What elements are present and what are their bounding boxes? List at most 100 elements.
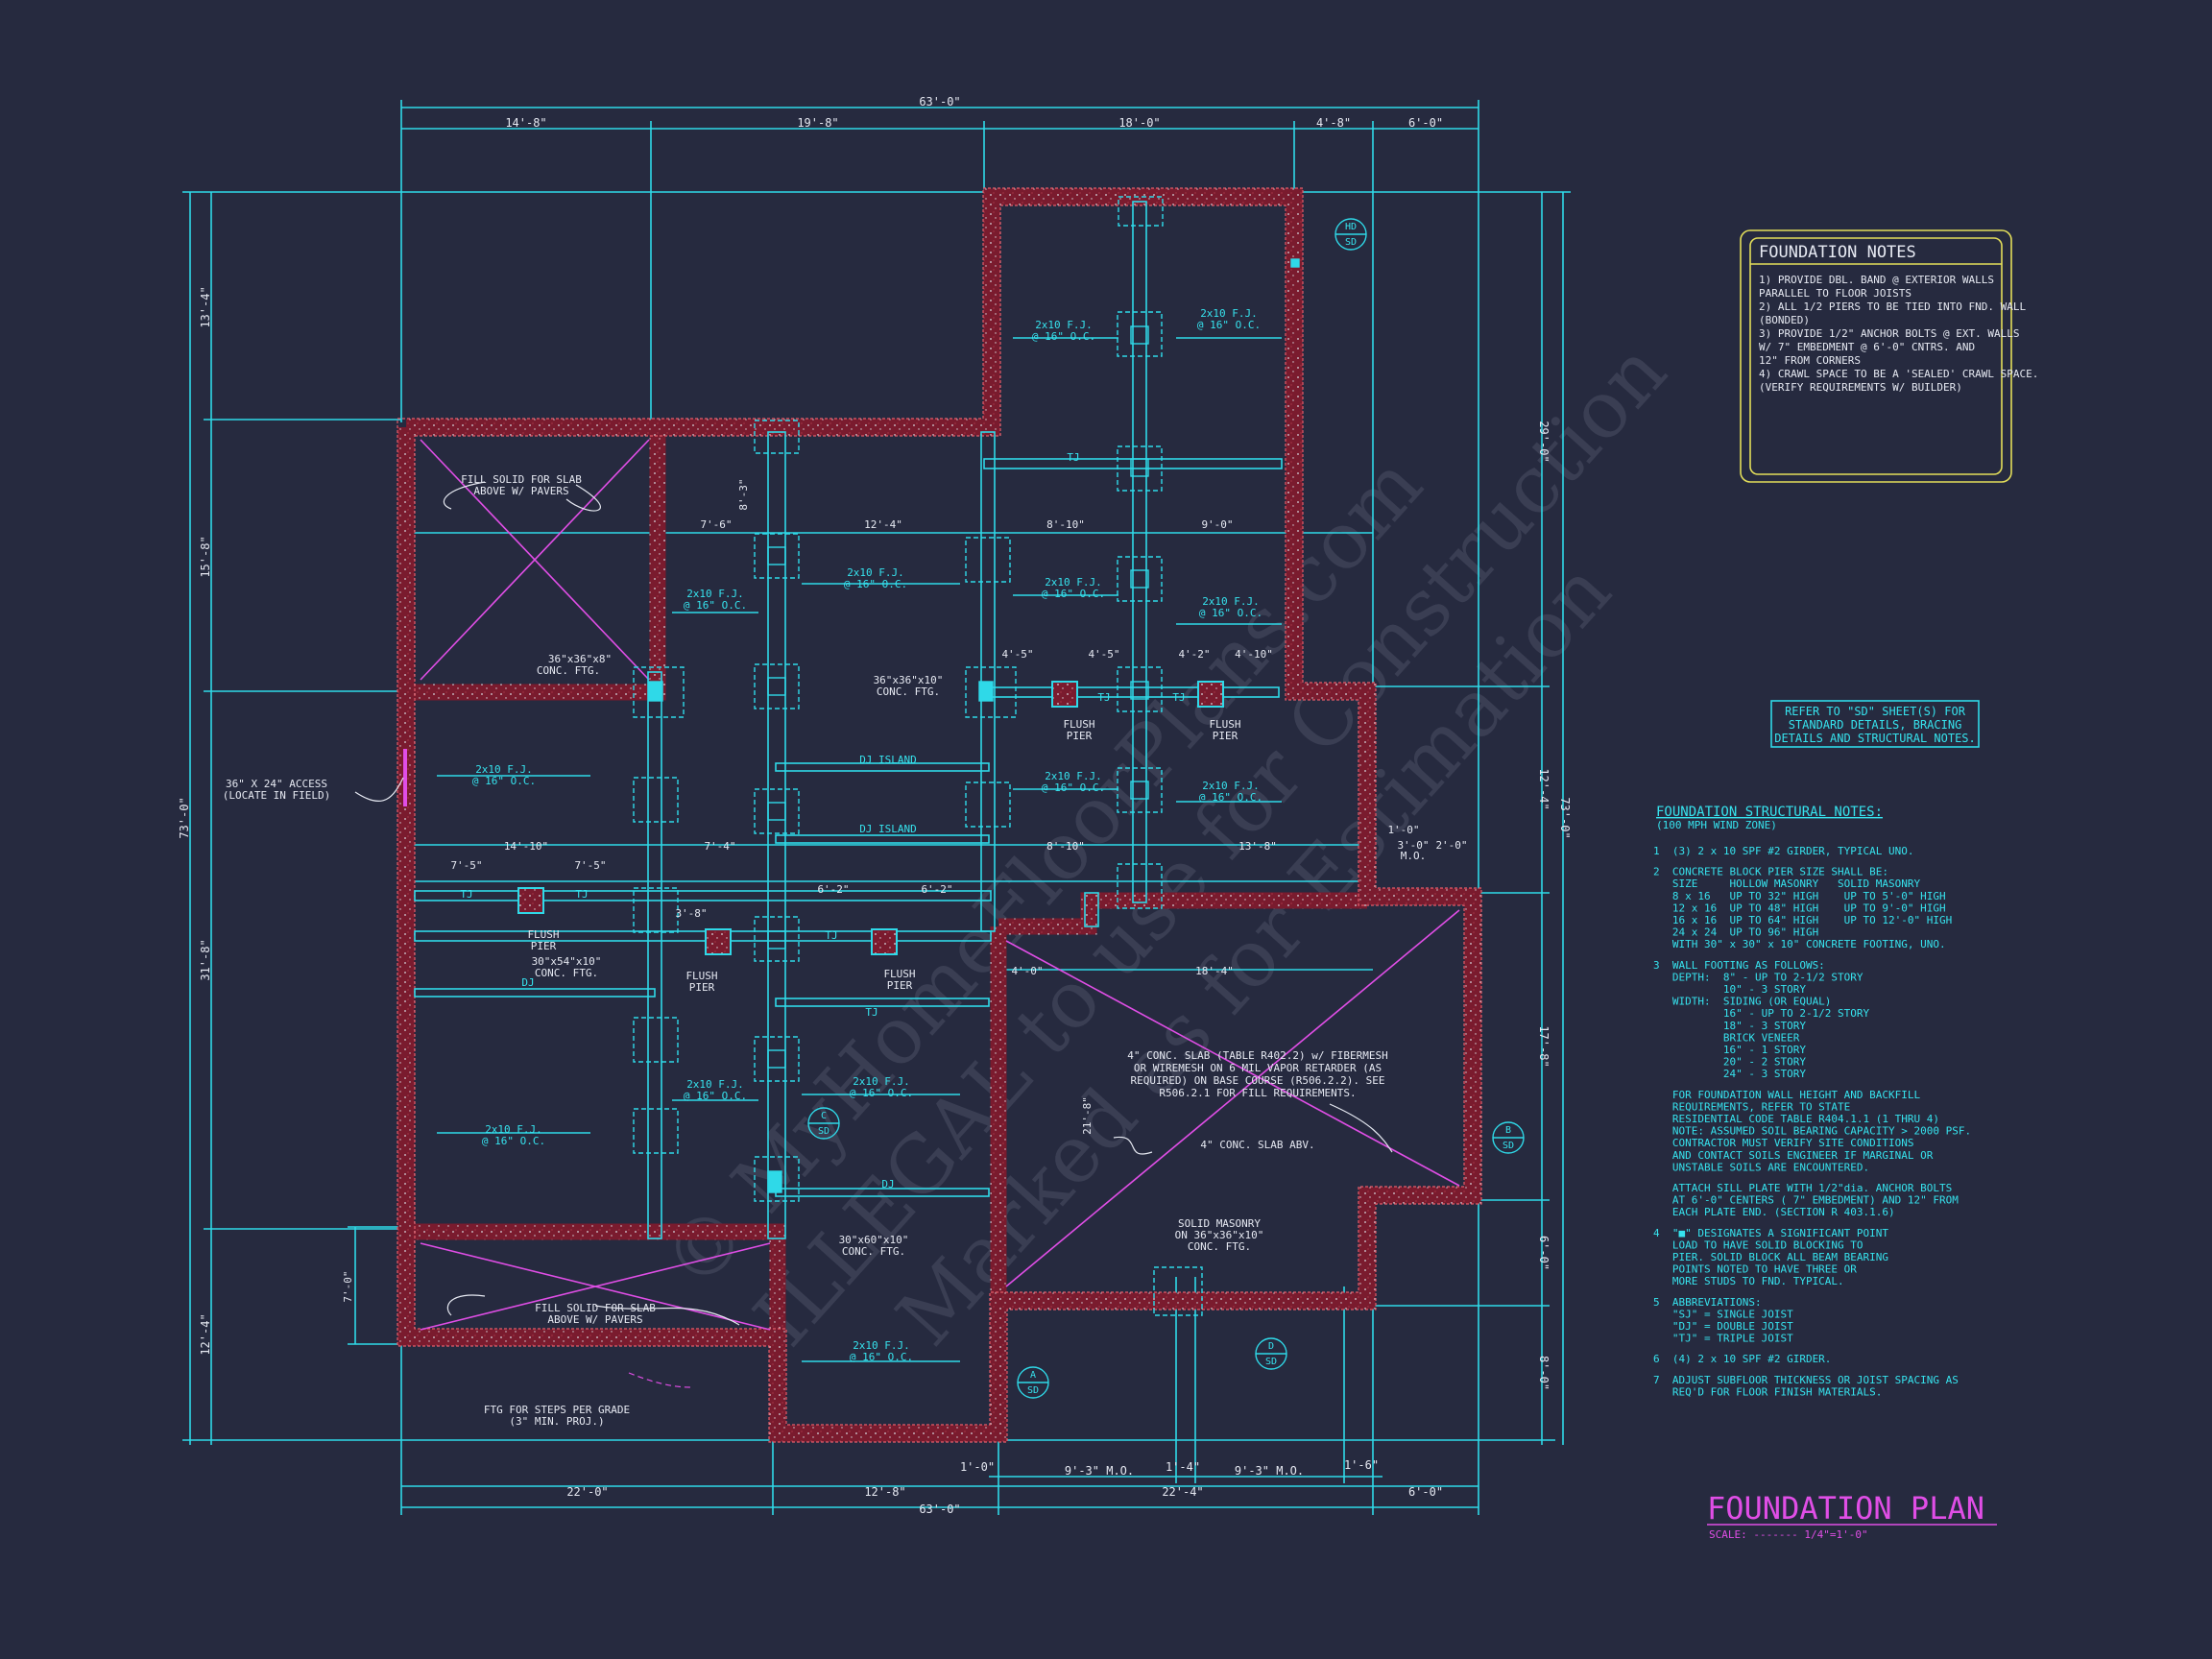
foundation-note-line: 1) PROVIDE DBL. BAND @ EXTERIOR WALLS xyxy=(1759,274,1994,286)
plan-scale: SCALE: ------- 1/4"=1'-0" xyxy=(1709,1528,1868,1541)
plan-label: 4'-5" xyxy=(1001,648,1033,661)
plan-label: TJ xyxy=(825,929,837,942)
plan-label: 7'-4" xyxy=(704,840,735,853)
plan-label: 21'-8" xyxy=(1081,1096,1094,1135)
structural-note-line: 16" - UP TO 2-1/2 STORY xyxy=(1653,1007,1870,1020)
structural-note-line: 18" - 3 STORY xyxy=(1653,1020,1806,1032)
plan-label: FTG FOR STEPS PER GRADE xyxy=(484,1404,630,1416)
dim-bottom-overall: 63'-0" xyxy=(919,1503,960,1516)
dim-right: 8'-0" xyxy=(1537,1356,1551,1390)
dimension-lines xyxy=(182,100,1571,1515)
plan-label: 7'-5" xyxy=(450,859,482,872)
detail-marker-sheet: SD xyxy=(1503,1141,1514,1151)
dim-top: 6'-0" xyxy=(1408,116,1443,130)
structural-note-line: RESIDENTIAL CODE TABLE R404.1.1 (1 THRU … xyxy=(1653,1113,1939,1125)
plan-label: 2x10 F.J. xyxy=(1200,307,1258,320)
detail-marker-letter: A xyxy=(1030,1370,1036,1381)
plan-label: CONC. FTG. xyxy=(1188,1240,1251,1253)
plan-label: OR WIREMESH ON 6 MIL VAPOR RETARDER (AS xyxy=(1134,1062,1382,1074)
dim-top-overall: 63'-0" xyxy=(919,95,960,108)
structural-note-line: EACH PLATE END. (SECTION R 403.1.6) xyxy=(1653,1206,1895,1218)
foundation-note-line: 3) PROVIDE 1/2" ANCHOR BOLTS @ EXT. WALL… xyxy=(1759,327,2020,340)
plan-label: R506.2.1 FOR FILL REQUIREMENTS. xyxy=(1159,1087,1356,1099)
plan-label: 30"x60"x10" xyxy=(839,1234,909,1246)
plan-label: 6'-2" xyxy=(817,883,849,896)
plan-label: 12'-4" xyxy=(864,518,902,531)
plan-label: 2x10 F.J. xyxy=(847,566,904,579)
plan-label: ON 36"x36"x10" xyxy=(1175,1229,1264,1241)
structural-note-line: LOAD TO HAVE SOLID BLOCKING TO xyxy=(1653,1238,1863,1251)
plan-label: 7'-0" xyxy=(342,1270,354,1302)
plan-label: 4'-0" xyxy=(1011,965,1043,977)
detail-marker-labels: HD SD C SD B SD D SD A SD xyxy=(818,222,1514,1396)
plan-label: PIER xyxy=(887,979,913,992)
title-block: FOUNDATION PLAN SCALE: ------- 1/4"=1'-0… xyxy=(1707,1490,1997,1541)
structural-note-line: ATTACH SILL PLATE WITH 1/2"dia. ANCHOR B… xyxy=(1653,1182,1952,1194)
dim-right: 29'-0" xyxy=(1537,421,1551,462)
dim-bottom-sub: 9'-3" M.O. xyxy=(1235,1464,1304,1478)
dim-top: 14'-8" xyxy=(505,116,546,130)
plan-label: 2x10 F.J. xyxy=(485,1123,542,1136)
plan-label: 2x10 F.J. xyxy=(1035,319,1093,331)
plan-label: @ 16" O.C. xyxy=(1032,330,1095,343)
plan-label: 2x10 F.J. xyxy=(1045,770,1102,782)
foundation-note-line: W/ 7" EMBEDMENT @ 6'-0" CNTRS. AND xyxy=(1759,341,1975,353)
structural-note-line: 5 ABBREVIATIONS: xyxy=(1653,1296,1762,1309)
plan-label: (3" MIN. PROJ.) xyxy=(509,1415,604,1428)
plan-label: FILL SOLID FOR SLAB xyxy=(535,1302,656,1314)
plan-label: 14'-10" xyxy=(504,840,548,853)
structural-notes: FOUNDATION STRUCTURAL NOTES: (100 MPH WI… xyxy=(1653,805,1971,1398)
detail-markers xyxy=(807,218,1525,1399)
wall-outlines xyxy=(397,187,1482,1443)
plan-label: CONC. FTG. xyxy=(535,967,598,979)
detail-marker-sheet: SD xyxy=(1027,1385,1039,1396)
plan-label: TJ xyxy=(575,888,588,901)
refer-note-box: REFER TO "SD" SHEET(S) FOR STANDARD DETA… xyxy=(1770,700,1980,748)
structural-note-line: 8 x 16 UP TO 32" HIGH UP TO 5'-0" HIGH xyxy=(1653,890,1946,902)
dim-left: 13'-4" xyxy=(199,286,212,327)
dim-bottom-sub: 1'-4" xyxy=(1166,1460,1200,1474)
dim-left: 12'-4" xyxy=(199,1313,212,1355)
plan-title: FOUNDATION PLAN xyxy=(1707,1490,1984,1527)
dim-left: 15'-8" xyxy=(199,536,212,577)
plan-label: 2x10 F.J. xyxy=(1202,780,1260,792)
plan-label: 2x10 F.J. xyxy=(1202,595,1260,608)
plan-label: 3'-8" xyxy=(675,907,707,920)
structural-note-line: 16" - 1 STORY xyxy=(1653,1044,1806,1056)
slab-fill-areas xyxy=(403,439,1460,1331)
structural-note-line: AND CONTACT SOILS ENGINEER IF MARGINAL O… xyxy=(1653,1149,1934,1162)
dim-top: 4'-8" xyxy=(1316,116,1351,130)
plan-label: REQUIRED) ON BASE COURSE (R506.2.2). SEE xyxy=(1131,1074,1385,1087)
plan-label: 2x10 F.J. xyxy=(853,1075,910,1088)
foundation-note-line: 4) CRAWL SPACE TO BE A 'SEALED' CRAWL SP… xyxy=(1759,368,2038,380)
structural-note-line: "SJ" = SINGLE JOIST xyxy=(1653,1308,1793,1320)
plan-label: 2x10 F.J. xyxy=(1045,576,1102,589)
plan-label: PIER xyxy=(531,940,557,952)
structural-note-line: SIZE HOLLOW MASONRY SOLID MASONRY xyxy=(1653,878,1921,890)
plan-label: FLUSH xyxy=(883,968,915,980)
structural-note-line: AT 6'-0" CENTERS ( 7" EMBEDMENT) AND 12"… xyxy=(1653,1194,1959,1207)
dim-bottom: 6'-0" xyxy=(1408,1485,1443,1499)
plan-label: @ 16" O.C. xyxy=(1042,588,1105,600)
plan-label: 2x10 F.J. xyxy=(686,588,744,600)
structural-note-line: CONTRACTOR MUST VERIFY SITE CONDITIONS xyxy=(1653,1137,1914,1149)
structural-note-line: 7 ADJUST SUBFLOOR THICKNESS OR JOIST SPA… xyxy=(1653,1374,1959,1386)
plan-label: PIER xyxy=(689,981,715,994)
plan-label: 8'-3" xyxy=(737,478,750,510)
foundation-note-line: (BONDED) xyxy=(1759,314,1810,326)
joist-arrows xyxy=(437,337,1282,1362)
plan-label: DJ ISLAND xyxy=(859,754,917,766)
plan-label: 3'-0" xyxy=(1397,839,1429,852)
plan-label: FLUSH xyxy=(1209,718,1240,731)
detail-marker-sheet: SD xyxy=(818,1126,830,1137)
plan-label: 36"x36"x10" xyxy=(874,674,944,686)
plan-label: CONC. FTG. xyxy=(842,1245,905,1258)
structural-notes-subtitle: (100 MPH WIND ZONE) xyxy=(1656,819,1777,831)
structural-note-line: 2 CONCRETE BLOCK PIER SIZE SHALL BE: xyxy=(1653,866,1888,878)
plan-label: @ 16" O.C. xyxy=(850,1351,913,1363)
plan-label: DJ xyxy=(881,1178,894,1190)
plan-label: FLUSH xyxy=(527,928,559,941)
detail-marker-sheet: SD xyxy=(1345,237,1357,248)
piers xyxy=(517,196,1300,1316)
foundation-note-line: 2) ALL 1/2 PIERS TO BE TIED INTO FND. WA… xyxy=(1759,301,2027,313)
